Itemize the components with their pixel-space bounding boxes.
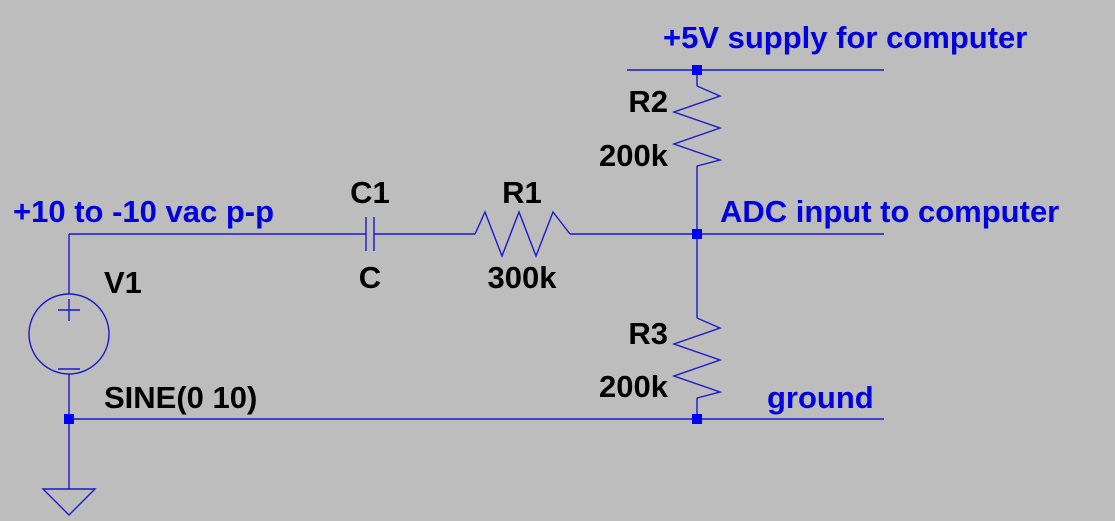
junction-nodes	[64, 65, 702, 424]
resistor-r2-symbol[interactable]	[671, 85, 723, 167]
label-r1-value: 300k	[488, 260, 558, 295]
label-r3-name: R3	[628, 316, 668, 351]
wires	[68, 69, 884, 489]
label-r3-value: 200k	[599, 369, 669, 404]
label-v1-name: V1	[104, 265, 142, 300]
resistor-r3-symbol[interactable]	[671, 317, 723, 399]
junction-node-supply	[692, 65, 702, 75]
label-r1-name: R1	[502, 175, 542, 210]
junction-node-adc	[692, 229, 702, 239]
junction-node-ground-right	[692, 414, 702, 424]
label-r2-value: 200k	[599, 138, 669, 173]
net-label-ground: ground	[767, 380, 874, 415]
resistor-r1-symbol[interactable]	[474, 210, 571, 258]
label-v1-value: SINE(0 10)	[104, 380, 257, 415]
voltage-source-v1-symbol[interactable]	[28, 293, 110, 375]
label-c1-value: C	[359, 260, 381, 295]
ground-icon	[41, 488, 97, 516]
net-label-supply: +5V supply for computer	[663, 20, 1027, 55]
capacitor-c1-symbol[interactable]	[365, 217, 375, 251]
label-r2-name: R2	[628, 84, 668, 119]
label-c1-name: C1	[350, 175, 390, 210]
net-label-input: +10 to -10 vac p-p	[13, 194, 274, 229]
net-label-adc: ADC input to computer	[720, 194, 1059, 229]
junction-node-ground-left	[64, 414, 74, 424]
